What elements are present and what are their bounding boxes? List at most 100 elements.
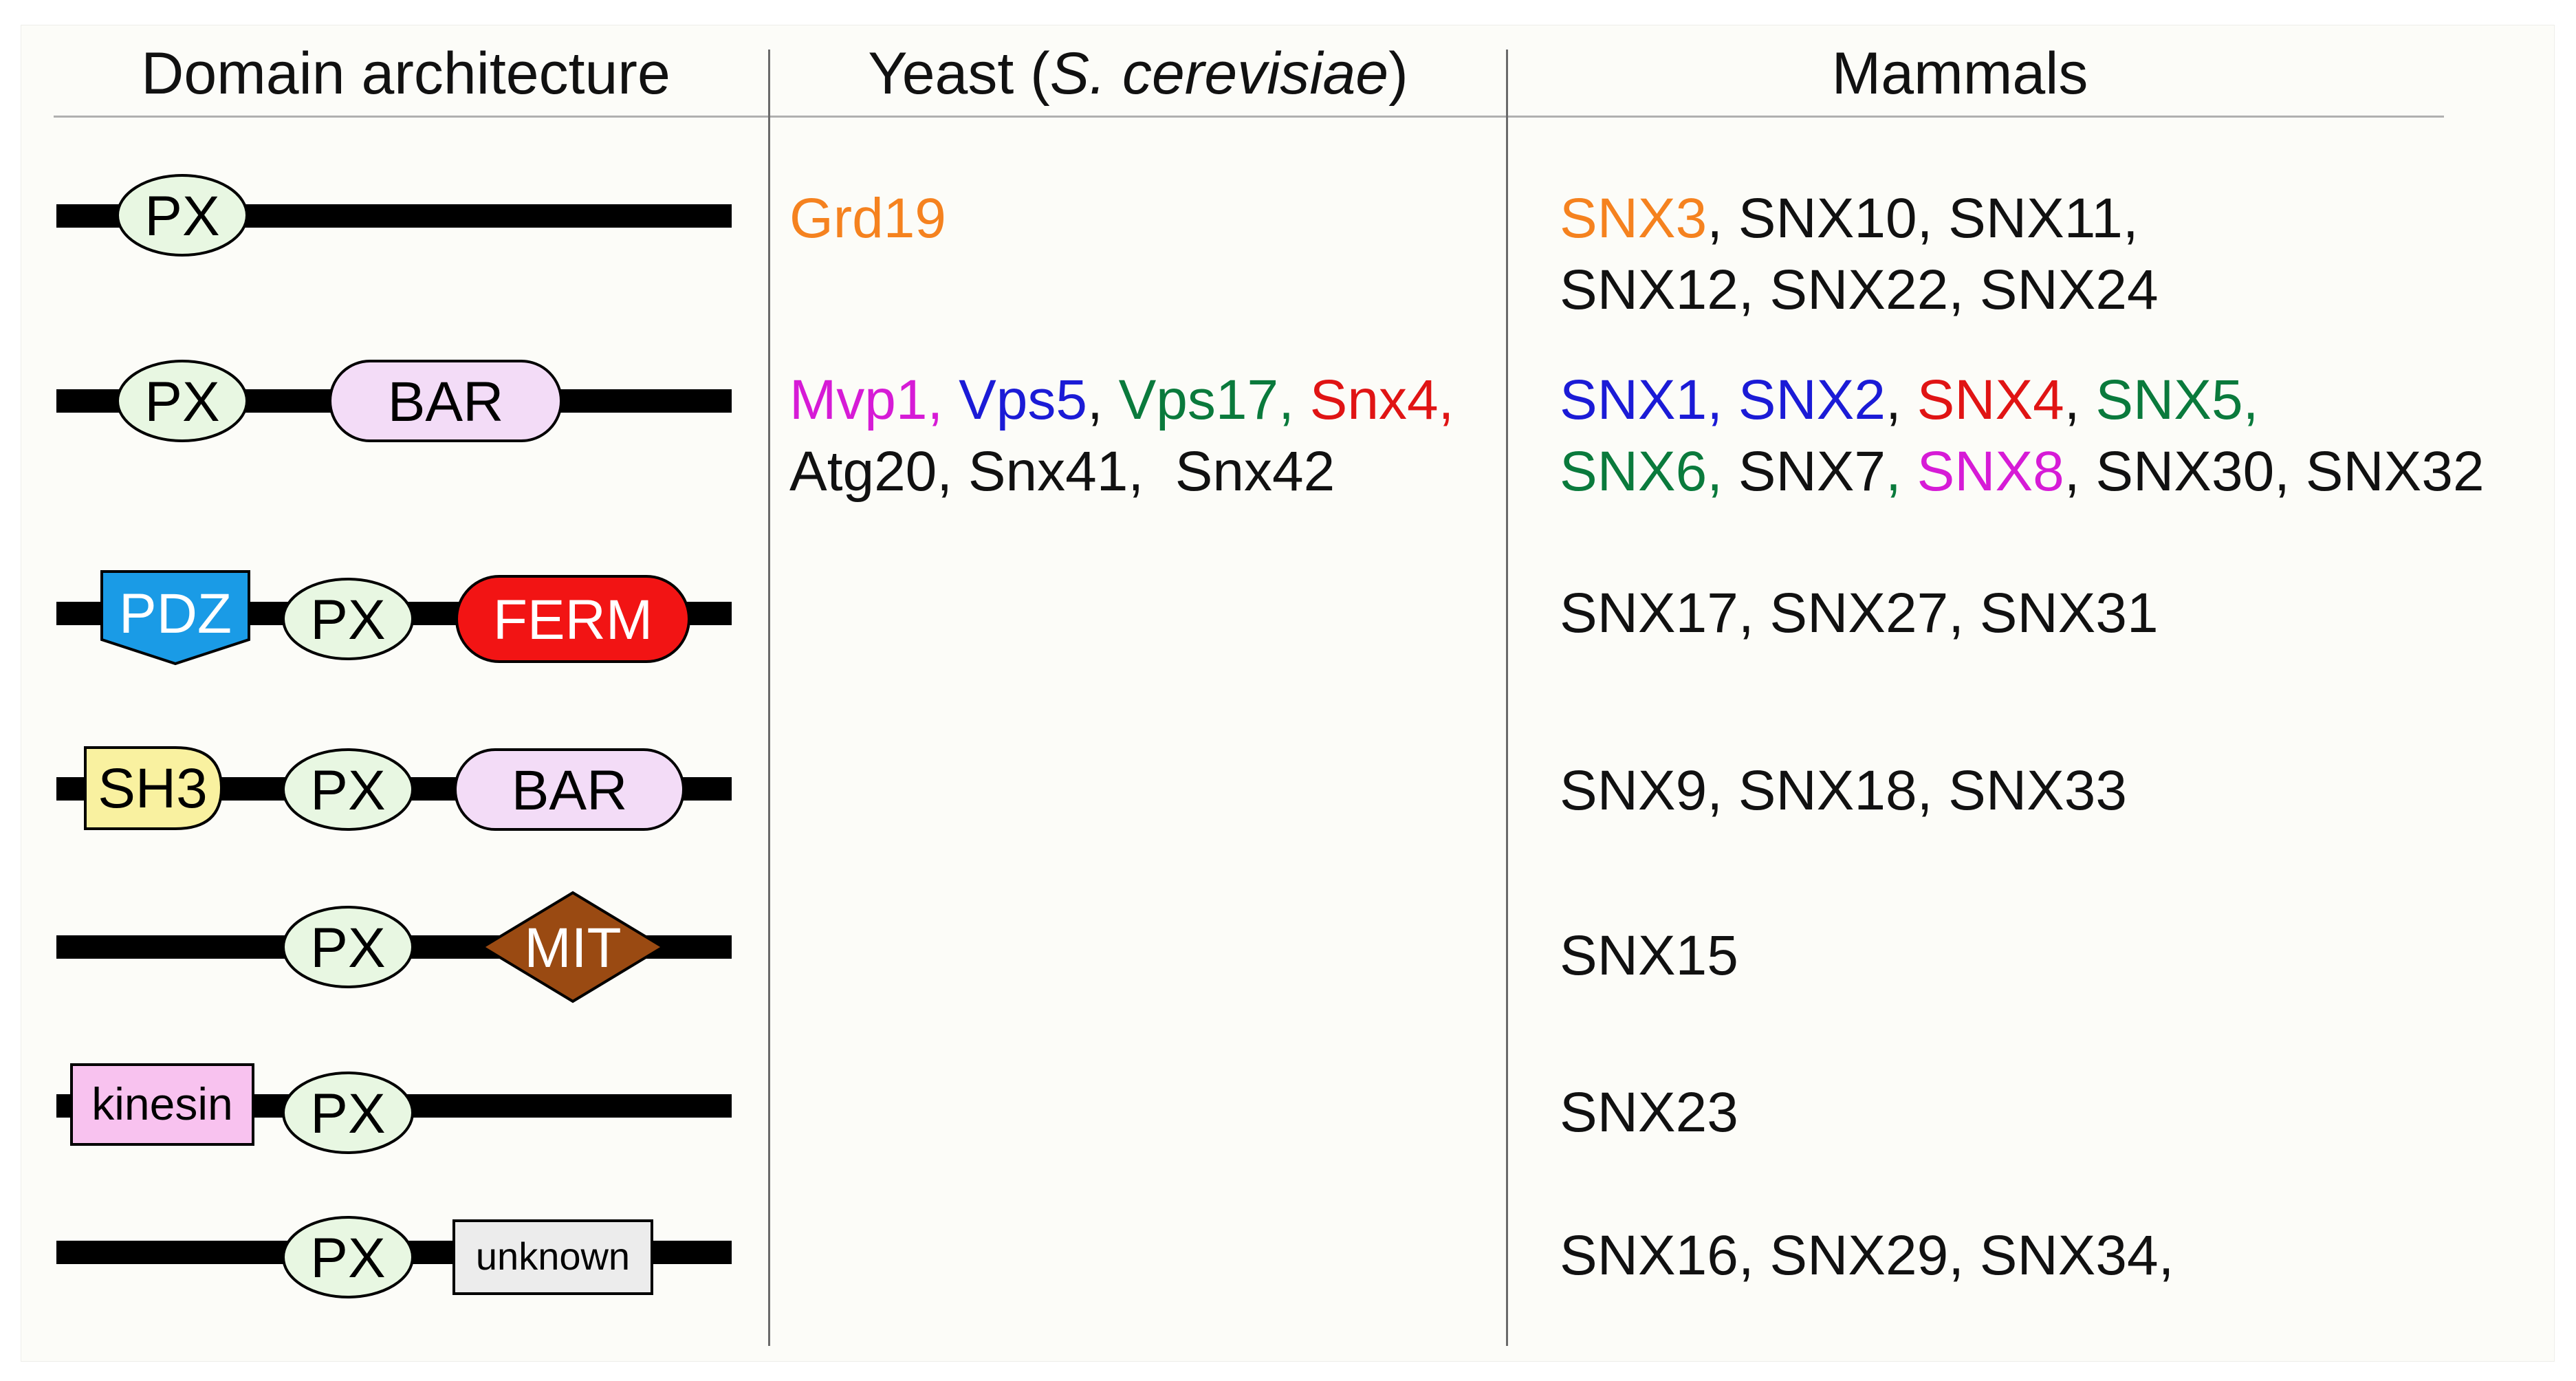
px-domain-label: PX	[310, 1227, 385, 1290]
px-domain-label: PX	[310, 1083, 385, 1145]
pdz-domain-label: PDZ	[119, 583, 232, 645]
protein-name: SNX23	[1560, 1081, 1738, 1144]
architecture-row-6: kinesin PX	[56, 1063, 732, 1154]
bar-domain: BAR	[454, 748, 685, 831]
protein-name: SNX12, SNX22, SNX24	[1560, 259, 2159, 321]
px-domain: PX	[116, 174, 248, 257]
protein-name-line: SNX6, SNX7, SNX8, SNX30, SNX32	[1560, 436, 2485, 508]
kinesin-domain-shape	[70, 1063, 254, 1146]
protein-name: , SNX10, SNX11,	[1707, 187, 2139, 250]
mammals-cell-row-1: SNX3, SNX10, SNX11,SNX12, SNX22, SNX24	[1560, 183, 2159, 326]
protein-name: SNX9, SNX18, SNX33	[1560, 759, 2127, 822]
protein-name: SNX15	[1560, 924, 1738, 987]
protein-name-line: SNX9, SNX18, SNX33	[1560, 755, 2127, 827]
mit-domain-shape	[480, 891, 666, 1003]
pdz-domain-shape	[100, 570, 250, 666]
px-domain-shape	[282, 906, 414, 988]
protein-name: ,	[2064, 369, 2096, 431]
mammals-cell-row-3: SNX17, SNX27, SNX31	[1560, 578, 2159, 649]
px-domain-shape	[282, 748, 414, 831]
mammals-cell-row-5: SNX15	[1560, 920, 1738, 992]
mammals-cell-row-4: SNX9, SNX18, SNX33	[1560, 755, 2127, 827]
yeast-cell-row-1: Grd19	[789, 183, 946, 254]
protein-name: SNX7	[1738, 440, 1886, 503]
column-divider-2	[1506, 50, 1508, 1346]
protein-name: Grd19	[789, 187, 946, 250]
px-domain-label: PX	[310, 759, 385, 822]
architecture-row-2: PX BAR	[56, 360, 732, 442]
figure-panel	[21, 25, 2555, 1362]
protein-name: Mvp1,	[789, 369, 959, 431]
protein-name-line: SNX16, SNX29, SNX34,	[1560, 1220, 2174, 1292]
architecture-row-4: SH3 PX BAR	[56, 746, 732, 831]
header-mammals: Mammals	[1831, 41, 2088, 107]
mammals-cell-row-7: SNX16, SNX29, SNX34,	[1560, 1220, 2174, 1292]
protein-name: ,	[1087, 369, 1119, 431]
protein-name: SNX16, SNX29, SNX34,	[1560, 1224, 2174, 1287]
protein-name: SNX6,	[1560, 440, 1738, 503]
header-yeast-prefix: Yeast (	[868, 41, 1050, 107]
px-domain-label: PX	[310, 917, 385, 979]
px-domain-shape	[282, 578, 414, 660]
mit-domain: MIT	[480, 891, 666, 1003]
header-yeast-species: S. cerevisiae	[1049, 41, 1389, 107]
unknown-domain: unknown	[452, 1219, 653, 1295]
protein-name-line: SNX3, SNX10, SNX11,	[1560, 183, 2159, 254]
protein-name-line: Mvp1, Vps5, Vps17, Snx4,	[789, 365, 1454, 436]
protein-name: Vps17,	[1118, 369, 1310, 431]
protein-name: SNX8	[1917, 440, 2064, 503]
protein-name-line: SNX17, SNX27, SNX31	[1560, 578, 2159, 649]
px-domain-shape	[282, 1072, 414, 1154]
header-yeast-suffix: )	[1388, 41, 1408, 107]
protein-name: ,	[1885, 369, 1917, 431]
protein-name: Vps5	[959, 369, 1087, 431]
px-domain-label: PX	[144, 185, 219, 248]
protein-name-line: Grd19	[789, 183, 946, 254]
mammals-cell-row-6: SNX23	[1560, 1077, 1738, 1149]
protein-name: , SNX30, SNX32	[2064, 440, 2485, 503]
protein-name: SNX5,	[2095, 369, 2259, 431]
sh3-domain-shape	[84, 746, 223, 830]
header-yeast: Yeast (S. cerevisiae)	[770, 36, 1506, 111]
bar-domain-shape	[329, 360, 563, 442]
px-domain: PX	[282, 906, 414, 988]
ferm-domain-label: FERM	[493, 589, 653, 651]
protein-name: Atg20, Snx41, Snx42	[789, 440, 1335, 503]
px-domain-shape	[116, 360, 248, 442]
protein-name-line: SNX12, SNX22, SNX24	[1560, 254, 2159, 326]
sh3-domain-label: SH3	[98, 757, 208, 820]
architecture-row-7: PX unknown	[56, 1216, 732, 1298]
px-domain-shape	[282, 1216, 414, 1298]
protein-name-line: SNX23	[1560, 1077, 1738, 1149]
protein-name-line: SNX15	[1560, 920, 1738, 992]
px-domain: PX	[116, 360, 248, 442]
protein-name: SNX17, SNX27, SNX31	[1560, 582, 2159, 644]
bar-domain-label: BAR	[388, 371, 504, 433]
bar-domain-shape	[454, 748, 685, 831]
protein-name: ,	[1886, 440, 1917, 503]
px-domain: PX	[282, 1216, 414, 1298]
kinesin-domain: kinesin	[70, 1063, 254, 1146]
protein-name: Snx4,	[1309, 369, 1454, 431]
architecture-row-1: PX	[56, 174, 732, 257]
mammals-cell-row-2: SNX1, SNX2, SNX4, SNX5,SNX6, SNX7, SNX8,…	[1560, 365, 2485, 508]
protein-name: SNX1, SNX2	[1560, 369, 1886, 431]
architecture-row-3: PDZ PX FERM	[56, 570, 732, 666]
px-domain: PX	[282, 748, 414, 831]
unknown-domain-label: unknown	[476, 1235, 630, 1278]
architecture-row-5: PX MIT	[56, 891, 732, 1003]
ferm-domain-shape	[455, 575, 690, 663]
column-divider-1	[768, 50, 770, 1346]
px-domain-label: PX	[144, 371, 219, 433]
protein-name: SNX4	[1917, 369, 2064, 431]
sh3-domain: SH3	[84, 746, 223, 830]
bar-domain: BAR	[329, 360, 563, 442]
header-domain-architecture: Domain architecture	[141, 41, 670, 107]
unknown-domain-shape	[452, 1219, 653, 1295]
protein-name: SNX3	[1560, 187, 1707, 250]
protein-name-line: SNX1, SNX2, SNX4, SNX5,	[1560, 365, 2485, 436]
px-domain-shape	[116, 174, 248, 257]
pdz-domain: PDZ	[100, 570, 250, 666]
px-domain: PX	[282, 1072, 414, 1154]
